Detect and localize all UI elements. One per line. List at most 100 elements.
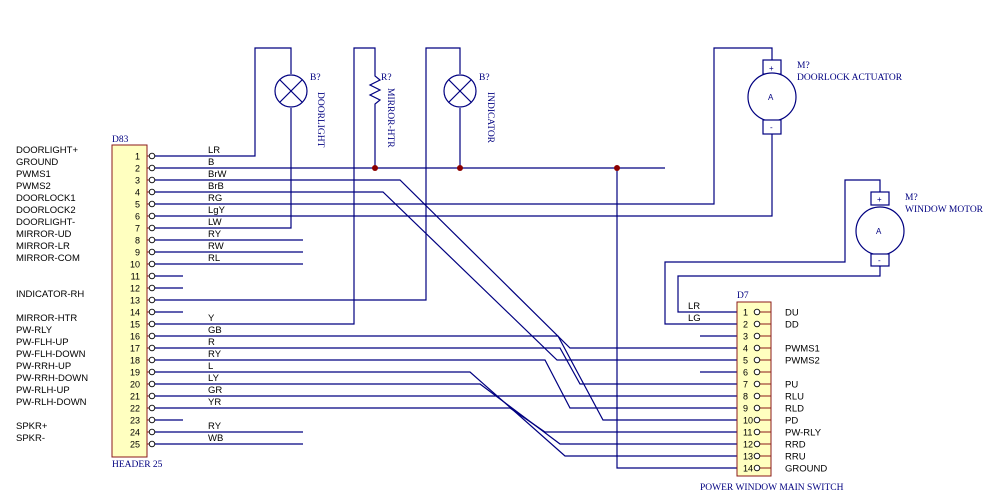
pin-number: 23 <box>130 416 140 426</box>
motor-symbol: A <box>768 93 774 102</box>
pin-bubble <box>753 440 761 448</box>
doorlight-lamp: B? DOORLIGHT <box>274 73 325 148</box>
pin-bubble <box>148 416 156 424</box>
wire-color-label: RW <box>208 241 224 252</box>
pin-label: DU <box>785 308 799 319</box>
pin-label: PW-RRH-UP <box>16 361 71 372</box>
pin-label: RLU <box>785 392 804 403</box>
wire-pw-rrh-down <box>155 383 755 445</box>
pin-number: 2 <box>135 164 140 174</box>
wire-indicator-top <box>155 47 461 301</box>
pin-bubble <box>753 404 761 412</box>
pin-number: 13 <box>743 452 753 462</box>
switch-pin-row: 4 PWMS1 <box>743 344 820 355</box>
pin-number: 2 <box>743 320 748 330</box>
pin-bubble <box>753 344 761 352</box>
pin-number: 8 <box>743 392 748 402</box>
pin-label: MIRROR-UD <box>16 229 72 240</box>
doorlock-actuator-motor: + A - M? DOORLOCK ACTUATOR <box>747 59 903 135</box>
pin-label: RRD <box>785 440 806 451</box>
pin-bubble <box>148 284 156 292</box>
wire-color-label: RY <box>208 229 222 240</box>
wire-color-label: Y <box>208 313 215 324</box>
wire-pw-flh-down <box>155 359 755 409</box>
pin-label: PW-RLY <box>16 325 53 336</box>
motor-symbol: A <box>876 227 882 236</box>
switch-pin-row: 6 <box>743 368 771 378</box>
wire-mirror-htr-top <box>155 47 376 325</box>
plus-sign: + <box>877 195 882 204</box>
wire-pw-rrh-up <box>155 371 755 457</box>
pin-bubble <box>148 236 156 244</box>
pin-label: MIRROR-COM <box>16 253 80 264</box>
pin-label: PWMS1 <box>16 169 51 180</box>
pin-label: PWMS2 <box>785 356 820 367</box>
pin-bubble <box>148 248 156 256</box>
wire-pw-rlh-down <box>155 407 755 433</box>
pin-label: SPKR+ <box>16 421 48 432</box>
pin-number: 15 <box>130 320 140 330</box>
pin-number: 5 <box>135 200 140 210</box>
window-motor-ref: M? <box>905 193 918 203</box>
pin-number: 14 <box>743 464 753 474</box>
header-ref: D83 <box>112 135 129 145</box>
junction-indicator <box>457 165 463 171</box>
wire-doorlock-minus <box>155 134 773 217</box>
wire-color-label: B <box>208 157 214 168</box>
switch-ref: D7 <box>737 291 749 301</box>
pin-number: 3 <box>135 176 140 186</box>
window-motor: + A - M? WINDOW MOTOR <box>855 191 984 267</box>
pin-bubble <box>148 188 156 196</box>
pin-number: 18 <box>130 356 140 366</box>
header-pin-row: 8 MIRROR-UD RY <box>16 229 222 246</box>
pin-label: PU <box>785 380 798 391</box>
mirror-htr-name: MIRROR-HTR <box>385 88 395 148</box>
wire-pwms1 <box>155 179 755 349</box>
pin-number: 6 <box>135 212 140 222</box>
pin-bubble <box>148 200 156 208</box>
doorlight-ref: B? <box>310 73 321 83</box>
pin-number: 3 <box>743 332 748 342</box>
pin-number: 16 <box>130 332 140 342</box>
junctions <box>372 165 620 171</box>
pin-label: RRU <box>785 452 806 463</box>
wire-color-label: LG <box>688 313 701 324</box>
pin-label: GROUND <box>785 464 827 475</box>
pin-number: 17 <box>130 344 140 354</box>
pin-label: PWMS1 <box>785 344 820 355</box>
switch-pin-row: 13 RRU <box>743 452 806 463</box>
pin-number: 11 <box>743 428 752 438</box>
pin-bubble <box>753 392 761 400</box>
switch-body <box>736 301 772 477</box>
wire-color-label: LR <box>208 145 220 156</box>
pin-number: 4 <box>743 344 748 354</box>
mirror-heater-resistor: R? MIRROR-HTR <box>368 70 395 148</box>
wire-color-label: LR <box>688 301 700 312</box>
pin-number: 8 <box>135 236 140 246</box>
pin-bubble <box>148 332 156 340</box>
header-pin-row: 11 <box>131 272 156 282</box>
pin-bubble <box>148 356 156 364</box>
pin-bubble <box>753 356 761 364</box>
pin-number: 9 <box>135 248 140 258</box>
pin-label: DOORLOCK2 <box>16 205 76 216</box>
pin-number: 19 <box>130 368 140 378</box>
pin-label: DOORLIGHT- <box>16 217 75 228</box>
wire-color-label: YR <box>208 397 221 408</box>
switch-name: POWER WINDOW MAIN SWITCH <box>700 483 844 493</box>
wire-window-plus <box>664 179 881 325</box>
wire-color-label: RY <box>208 349 222 360</box>
